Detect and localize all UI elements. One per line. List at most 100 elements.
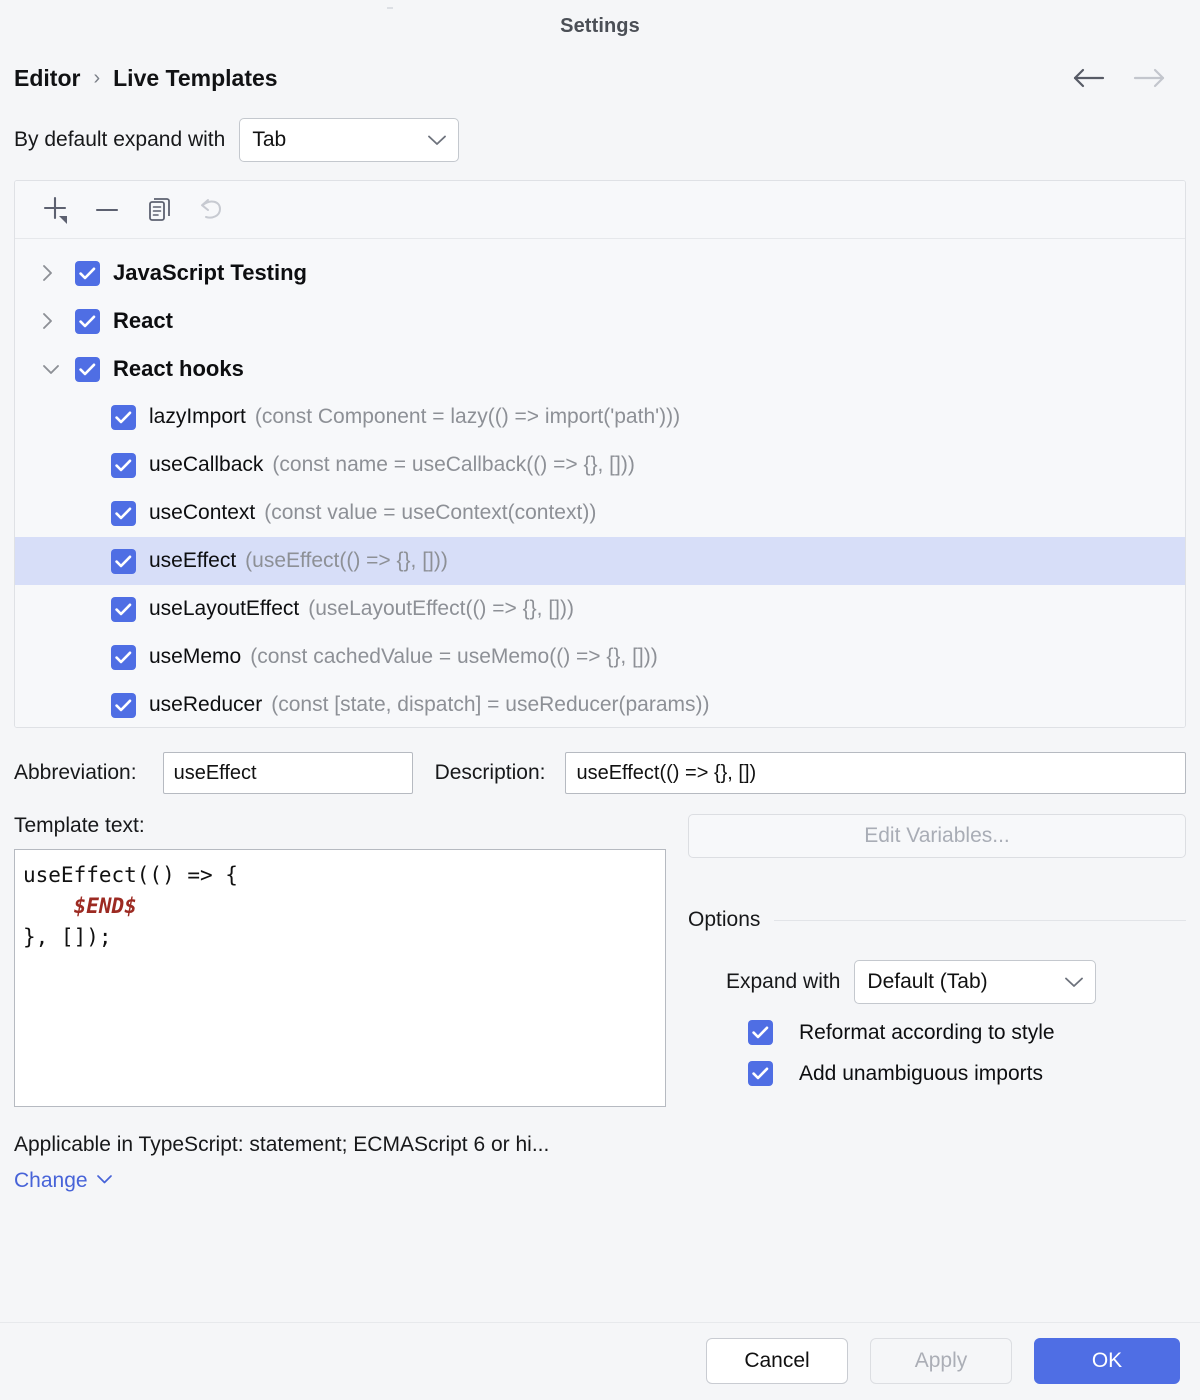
group-checkbox[interactable]: [75, 356, 100, 382]
template-checkbox[interactable]: [111, 500, 136, 526]
template-text-editor[interactable]: useEffect(() => { $END$ }, []);: [14, 849, 666, 1107]
default-expand-select[interactable]: Tab: [239, 118, 460, 162]
edit-variables-button[interactable]: Edit Variables...: [688, 814, 1186, 858]
expand-with-row: Expand with Default (Tab): [688, 960, 1186, 1004]
template-description: (useLayoutEffect(() => {}, [])): [308, 597, 574, 620]
chevron-right-icon[interactable]: [41, 311, 75, 331]
duplicate-icon[interactable]: [133, 187, 185, 233]
template-description: (useEffect(() => {}, [])): [245, 549, 448, 572]
abbreviation-input[interactable]: useEffect: [162, 752, 413, 794]
breadcrumb-separator: ›: [93, 66, 101, 89]
imports-option-row[interactable]: Add unambiguous imports: [688, 1061, 1186, 1086]
template-checkbox[interactable]: [111, 548, 136, 574]
breadcrumb-root[interactable]: Editor: [14, 64, 81, 91]
tree-group-label: JavaScript Testing: [113, 260, 307, 285]
tree-group-label: React hooks: [113, 356, 244, 381]
applicable-context-text: Applicable in TypeScript: statement; ECM…: [14, 1133, 550, 1156]
tree-group-row[interactable]: React: [15, 297, 1185, 345]
tree-template-row[interactable]: useCallback (const name = useCallback(()…: [15, 441, 1185, 489]
template-name: lazyImport: [149, 405, 246, 428]
arrow-left-icon[interactable]: [1072, 67, 1106, 89]
revert-icon: [185, 187, 237, 233]
options-legend-rule: [774, 919, 1186, 921]
template-checkbox[interactable]: [111, 692, 136, 718]
tree-template-row[interactable]: lazyImport (const Component = lazy(() =>…: [15, 393, 1185, 441]
change-context-link[interactable]: Change: [14, 1169, 1186, 1193]
reformat-checkbox[interactable]: [748, 1020, 773, 1045]
template-text-column: Template text: useEffect(() => { $END$},…: [14, 814, 666, 1107]
reformat-label: Reformat according to style: [799, 1020, 1055, 1044]
template-name: useContext: [149, 501, 256, 524]
expand-with-select[interactable]: Default (Tab): [854, 960, 1097, 1004]
templates-toolbar: [15, 181, 1185, 239]
template-name: useReducer: [149, 693, 263, 716]
imports-checkbox[interactable]: [748, 1061, 773, 1086]
breadcrumb-current: Live Templates: [113, 64, 278, 91]
chevron-down-icon[interactable]: [41, 362, 75, 376]
default-expand-row: By default expand with Tab: [0, 104, 1200, 162]
dialog-footer: Cancel Apply OK: [0, 1322, 1200, 1400]
options-legend: Options: [688, 908, 1186, 932]
end-variable-token: $END$: [73, 894, 137, 919]
group-checkbox[interactable]: [75, 308, 100, 334]
group-checkbox[interactable]: [75, 260, 100, 286]
tree-template-row-selected[interactable]: useEffect (useEffect(() => {}, [])): [15, 537, 1185, 585]
tree-group-row[interactable]: React hooks: [15, 345, 1185, 393]
template-description: (const cachedValue = useMemo(() => {}, […: [250, 645, 658, 668]
template-checkbox[interactable]: [111, 404, 136, 430]
templates-panel: JavaScript Testing React React hooks: [14, 180, 1186, 728]
navigation-arrows: [1072, 67, 1166, 89]
window-title: Settings: [560, 14, 640, 37]
description-input[interactable]: useEffect(() => {}, []): [565, 752, 1186, 794]
tree-template-row[interactable]: useReducer (const [state, dispatch] = us…: [15, 681, 1185, 727]
chevron-down-icon: [410, 135, 447, 146]
expand-with-label: Expand with: [726, 970, 841, 993]
description-label: Description:: [434, 761, 546, 784]
template-checkbox[interactable]: [111, 596, 136, 622]
template-description: (const Component = lazy(() => import('pa…: [254, 405, 681, 428]
template-checkbox[interactable]: [111, 644, 136, 670]
code-indent: [23, 894, 74, 918]
chevron-down-icon: [1047, 977, 1084, 988]
window-control-dot: [387, 7, 393, 9]
chevron-right-icon[interactable]: [41, 263, 75, 283]
abbreviation-label: Abbreviation:: [14, 761, 137, 784]
tree-template-row[interactable]: useLayoutEffect (useLayoutEffect(() => {…: [15, 585, 1185, 633]
template-name: useCallback: [149, 453, 264, 476]
default-expand-label: By default expand with: [14, 128, 226, 151]
options-column: Edit Variables... Options Expand with De…: [688, 814, 1186, 1107]
template-text-label: Template text:: [14, 814, 145, 837]
chevron-down-icon: [96, 1172, 113, 1190]
options-legend-label: Options: [688, 908, 761, 931]
change-label: Change: [14, 1169, 88, 1192]
template-checkbox[interactable]: [111, 452, 136, 478]
expand-with-value: Default (Tab): [867, 970, 988, 993]
tree-template-row[interactable]: useContext (const value = useContext(con…: [15, 489, 1185, 537]
remove-icon[interactable]: [81, 187, 133, 233]
breadcrumb: Editor › Live Templates: [0, 52, 1200, 104]
imports-label: Add unambiguous imports: [799, 1061, 1043, 1085]
tree-group-row[interactable]: JavaScript Testing: [15, 249, 1185, 297]
template-description: (const name = useCallback(() => {}, [])): [272, 453, 635, 476]
window-titlebar: Settings: [0, 0, 1200, 52]
templates-tree[interactable]: JavaScript Testing React React hooks: [15, 239, 1185, 727]
footer-separator: [0, 1322, 1200, 1323]
add-icon[interactable]: [29, 187, 81, 233]
template-description: (const [state, dispatch] = useReducer(pa…: [271, 693, 710, 716]
apply-button[interactable]: Apply: [870, 1338, 1012, 1384]
code-line-3: }, []);: [23, 925, 112, 950]
tree-template-row[interactable]: useMemo (const cachedValue = useMemo(() …: [15, 633, 1185, 681]
default-expand-value: Tab: [252, 128, 287, 151]
code-line-2: $END$: [15, 891, 665, 922]
abbreviation-description-row: Abbreviation: useEffect Description: use…: [14, 752, 1186, 794]
code-line-1: useEffect(() => {: [23, 863, 238, 887]
cancel-button[interactable]: Cancel: [706, 1338, 848, 1384]
ok-button[interactable]: OK: [1034, 1338, 1180, 1384]
tree-group-label: React: [113, 308, 173, 333]
template-and-options: Template text: useEffect(() => { $END$},…: [14, 814, 1186, 1107]
template-name: useEffect: [149, 549, 237, 572]
template-name: useMemo: [149, 645, 242, 668]
reformat-option-row[interactable]: Reformat according to style: [688, 1020, 1186, 1045]
template-name: useLayoutEffect: [149, 597, 300, 620]
template-description: (const value = useContext(context)): [264, 501, 597, 524]
